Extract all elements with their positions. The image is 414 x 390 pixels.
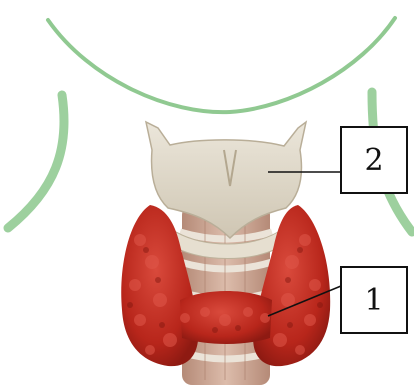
callout-label-1: 1 [340, 266, 408, 334]
callout-label-2: 2 [340, 126, 408, 194]
callout-label-1-text: 1 [364, 283, 383, 318]
callout-label-2-text: 2 [364, 143, 383, 178]
